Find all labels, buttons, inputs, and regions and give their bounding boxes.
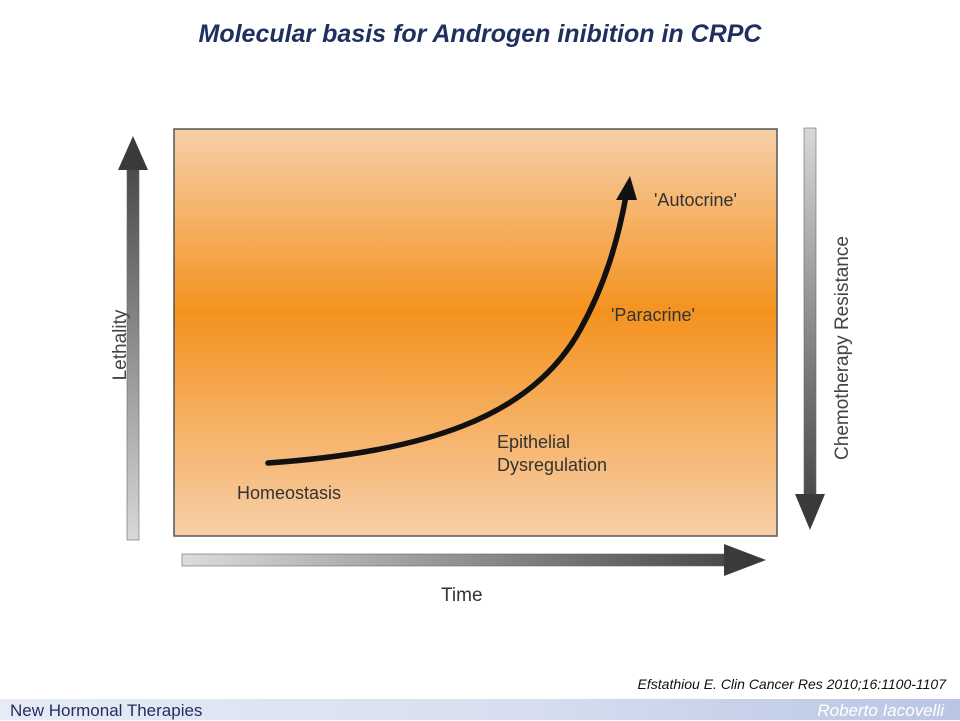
- lethality-arrow: [118, 136, 148, 541]
- axis-lethality-label: Lethality: [110, 309, 131, 381]
- stage-epithelial-line2: Dysregulation: [497, 455, 608, 475]
- axis-chemo-resistance-label: Chemotherapy Resistance: [832, 236, 853, 460]
- gradient-panel: [173, 128, 778, 537]
- stage-epithelial-line1: Epithelial: [497, 432, 571, 452]
- stage-paracrine: 'Paracrine': [611, 305, 695, 325]
- slide-title: Molecular basis for Androgen inibition i…: [198, 20, 762, 48]
- time-arrow: [181, 544, 766, 576]
- progression-curve: [265, 193, 629, 466]
- footer-section-title: New Hormonal Therapies: [10, 701, 203, 720]
- citation: Efstathiou E. Clin Cancer Res 2010;16:11…: [637, 676, 946, 692]
- footer-author: Roberto Iacovelli: [817, 701, 944, 720]
- stage-homeostasis: Homeostasis: [237, 483, 342, 503]
- footer-bar: New Hormonal Therapies Roberto Iacovelli: [0, 699, 960, 720]
- axis-time-label: Time: [441, 585, 483, 606]
- curve-arrowhead: [616, 176, 637, 200]
- chemo-resistance-arrow: [795, 127, 825, 530]
- stage-autocrine: 'Autocrine': [654, 190, 737, 210]
